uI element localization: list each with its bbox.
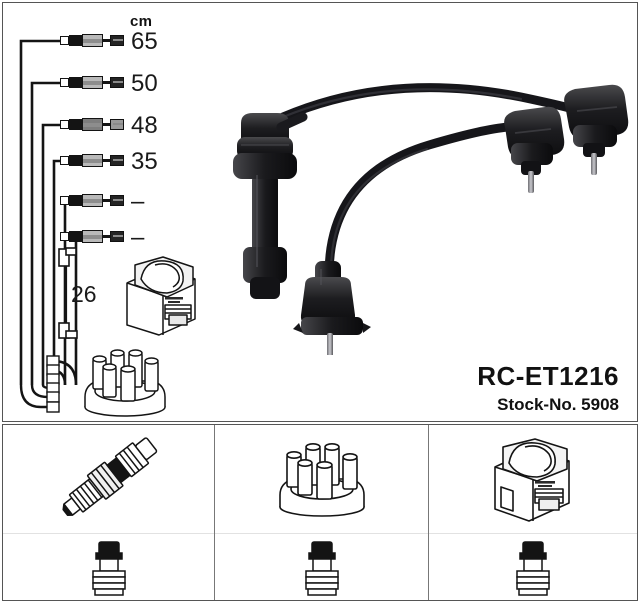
connector-link-icon bbox=[103, 235, 110, 238]
icon-panel-top bbox=[429, 425, 637, 533]
connector-tip-icon bbox=[110, 35, 124, 46]
application-icon-row bbox=[2, 424, 638, 601]
lead-length-5: – bbox=[131, 188, 145, 215]
lead-length-2: 50 bbox=[131, 70, 158, 97]
connector-ferrule-icon bbox=[82, 194, 103, 207]
icon-panel-top bbox=[215, 425, 428, 533]
short-cable-length-label: 26 bbox=[71, 281, 97, 307]
connector-terminal-icon bbox=[91, 540, 126, 596]
connector-sleeve-icon bbox=[60, 232, 69, 241]
connector-body-icon bbox=[69, 77, 82, 88]
connector-ferrule-icon bbox=[82, 34, 103, 47]
ignition-cable-photo bbox=[233, 83, 629, 355]
connector-body-icon bbox=[69, 35, 82, 46]
connector-sleeve-icon bbox=[60, 78, 69, 87]
icon-panel-ignition-coil bbox=[428, 425, 637, 600]
connector-ferrule-icon bbox=[82, 230, 103, 243]
connector-terminal-icon bbox=[516, 540, 550, 596]
connector-ferrule-icon bbox=[82, 76, 103, 89]
connector-tip-icon bbox=[110, 77, 124, 88]
stock-number: Stock-No. 5908 bbox=[497, 395, 619, 414]
connector-sleeve-icon bbox=[60, 196, 69, 205]
connector-link-icon bbox=[103, 199, 110, 202]
connector-body-icon bbox=[69, 231, 82, 242]
connector-tip-icon bbox=[110, 231, 124, 242]
icon-panel-bottom bbox=[3, 533, 214, 603]
connector-body-icon bbox=[69, 119, 82, 130]
connector-link-icon bbox=[103, 39, 110, 42]
connector-ferrule-icon bbox=[82, 154, 103, 167]
connector-terminal-icon bbox=[304, 540, 339, 596]
connector-tip-icon bbox=[110, 195, 124, 206]
icon-panel-bottom bbox=[215, 533, 428, 603]
connector-tip-icon bbox=[110, 155, 124, 166]
connector-sleeve-icon bbox=[60, 120, 69, 129]
connector-tip-icon bbox=[110, 119, 124, 130]
icon-panel-bottom bbox=[429, 533, 637, 603]
lead-length-4: 35 bbox=[131, 148, 158, 175]
distributor-cap-icon bbox=[278, 443, 365, 517]
connector-link-icon bbox=[103, 123, 110, 126]
distributor-cap-icon bbox=[84, 349, 166, 417]
icon-panel-distributor-cap bbox=[214, 425, 428, 600]
connector-ferrule-icon bbox=[82, 118, 103, 131]
ignition-coil-icon bbox=[126, 256, 196, 336]
unit-header: cm bbox=[130, 13, 153, 30]
connector-body-icon bbox=[69, 195, 82, 206]
connector-body-icon bbox=[69, 155, 82, 166]
lead-length-6: – bbox=[131, 224, 145, 251]
connector-link-icon bbox=[103, 81, 110, 84]
lead-length-1: 65 bbox=[131, 28, 158, 55]
lead-length-3: 48 bbox=[131, 112, 158, 139]
connector-sleeve-icon bbox=[60, 36, 69, 45]
icon-panel-spark-plug bbox=[3, 425, 214, 600]
ignition-coil-icon bbox=[494, 438, 570, 522]
main-diagram-panel: cm 65 50 48 35 – – 26 bbox=[2, 2, 638, 422]
icon-panel-top bbox=[3, 425, 214, 533]
part-number: RC-ET1216 bbox=[477, 361, 619, 391]
spark-plug-icon bbox=[61, 437, 157, 516]
connector-sleeve-icon bbox=[60, 156, 69, 165]
connector-link-icon bbox=[103, 159, 110, 162]
